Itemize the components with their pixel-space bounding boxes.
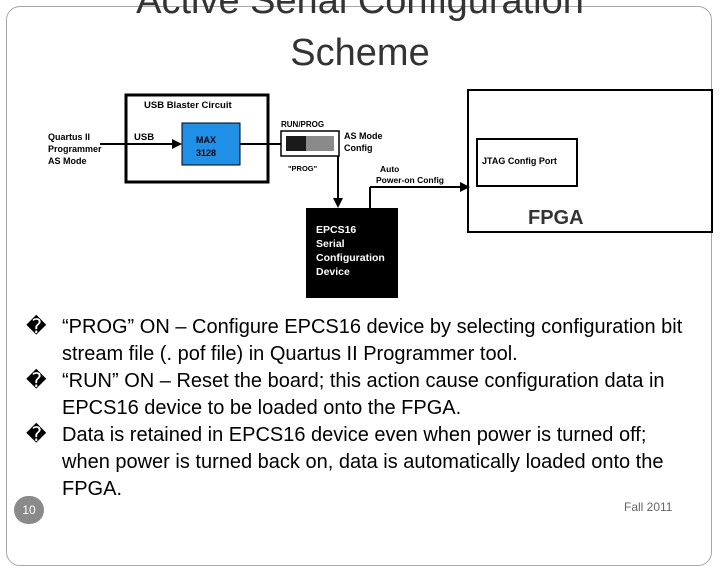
epcs16-device-box [306,208,398,298]
switch-toggle [286,136,306,151]
run-prog-label: RUN/PROG [281,120,324,129]
prog-switch-label: "PROG" [288,164,318,173]
bullet-list: � “PROG” ON – Configure EPCS16 device by… [26,314,696,503]
epcs-label-line1: EPCS16 [316,224,356,236]
configuration-diagram: USB Blaster Circuit Quartus II Programme… [48,89,713,298]
bullet-item: � “PROG” ON – Configure EPCS16 device by… [26,314,696,368]
auto-label-line1: Auto [380,164,399,174]
switch-to-epcs-arrow [333,198,343,208]
fpga-label: FPGA [528,207,584,229]
max-label-line2: 3128 [196,148,216,158]
epcs-label-line4: Device [316,266,350,278]
max-3128-chip [181,122,241,166]
max-label-line1: MAX [196,135,216,145]
slide-title-line1: Active Serial Configuration [136,0,584,22]
quartus-label-line2: Programmer [48,144,102,154]
bullet-mark: � [26,316,47,338]
usb-blaster-label: USB Blaster Circuit [144,100,232,111]
bullet-text: “RUN” ON – Reset the board; this action … [62,370,665,419]
bullet-text: “PROG” ON – Configure EPCS16 device by s… [62,316,683,365]
jtag-label: JTAG Config Port [482,156,557,166]
footer-text: Fall 2011 [624,500,673,514]
as-mode-label-line1: AS Mode [344,131,383,141]
page-number-badge: 10 [14,496,44,524]
usb-label: USB [134,132,154,143]
epcs-label-line2: Serial [316,238,345,250]
quartus-label-line3: AS Mode [48,156,87,166]
bullet-item: � Data is retained in EPCS16 device even… [26,422,696,503]
slide-title-line2: Scheme [290,32,430,74]
auto-label-line2: Power-on Config [376,175,444,185]
jtag-config-port-box [476,138,578,187]
bullet-item: � “RUN” ON – Reset the board; this actio… [26,368,696,422]
bullet-text: Data is retained in EPCS16 device even w… [62,424,664,500]
usb-arrow-head [172,139,182,149]
bullet-mark: � [26,370,47,392]
switch-track [306,136,334,151]
quartus-label-line1: Quartus II [48,132,90,142]
auto-config-arrow [460,182,470,192]
epcs-label-line3: Configuration [316,252,385,264]
usb-blaster-box [124,93,270,184]
as-mode-label-line2: Config [344,143,373,153]
bullet-mark: � [26,424,47,446]
